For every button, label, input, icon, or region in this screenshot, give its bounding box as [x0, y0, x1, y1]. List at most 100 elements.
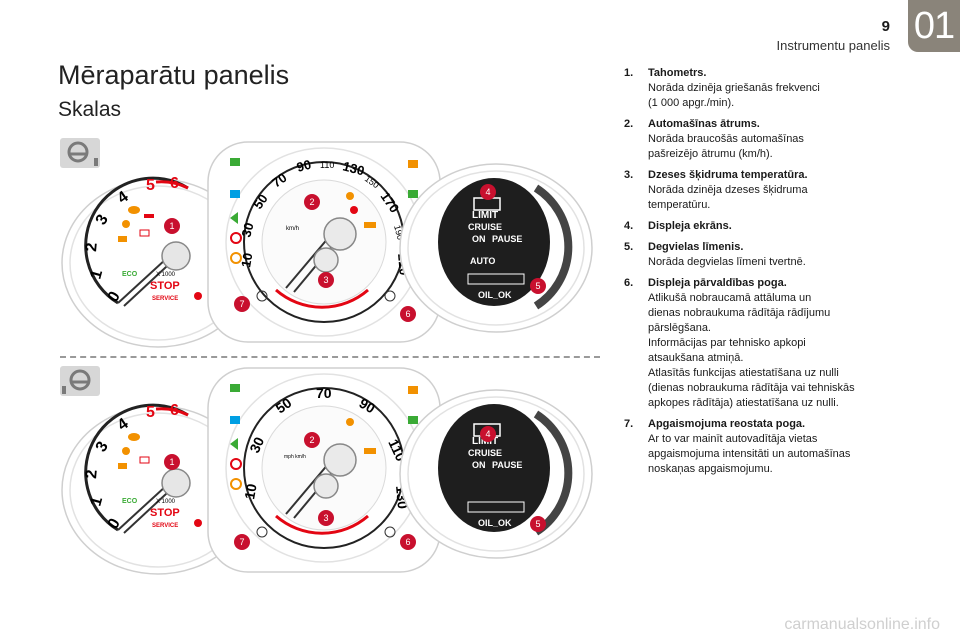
legend-title: Dzeses šķidruma temperatūra.	[648, 169, 808, 181]
speed-tick-110: 110	[320, 160, 334, 170]
tacho-tick-2: 2	[83, 242, 101, 252]
chapter-tab: 01	[908, 0, 960, 52]
legend-desc: Norāda braucošās automašīnas pašreizējo …	[648, 133, 804, 160]
legend-num: 3.	[624, 169, 634, 181]
abs-icon-b	[230, 478, 242, 490]
rear-fog-icon	[408, 160, 418, 168]
highbeam-icon-b	[230, 416, 240, 424]
callout-1-b: 1	[169, 457, 174, 467]
speed-tick-50: 50	[250, 191, 271, 211]
speed-tick-30: 30	[238, 221, 256, 239]
front-fog-icon-b	[230, 384, 240, 392]
speed-tick-30-b: 30	[246, 434, 267, 455]
charge-icon	[139, 229, 150, 237]
tacho-tick-6: 6	[170, 175, 179, 192]
speed-tick-90: 90	[295, 157, 313, 175]
speed-tick-90-b: 90	[357, 395, 379, 417]
sidelight-icon-b	[408, 416, 418, 424]
legend-item-2: 2. Automašīnas ātrums. Norāda braucošās …	[622, 117, 902, 162]
dimmer-button-b	[256, 526, 268, 538]
callout-3-b: 3	[323, 513, 328, 523]
page-title: Mēraparātu panelis	[58, 60, 290, 90]
callout-2: 2	[309, 197, 314, 207]
brake-icon	[230, 232, 242, 244]
battery-icon-b	[118, 463, 127, 469]
abs-icon	[230, 252, 242, 264]
speed-tick-10-b: 10	[241, 482, 259, 500]
callout-6-b: 6	[405, 537, 410, 547]
display-line-oil-b: OIL_OK	[478, 518, 512, 528]
turn-left-icon-b	[230, 438, 238, 450]
legend-num: 4.	[624, 220, 634, 232]
watermark: carmanualsonline.info	[784, 616, 940, 633]
display-line-limit: LIMIT	[472, 210, 498, 221]
callout-5: 5	[535, 281, 540, 291]
legend-list: 1. Tahometrs. Norāda dzinēja griešanās f…	[622, 66, 902, 483]
tacho-tick-1: 1	[87, 268, 106, 281]
display-line-on: ON	[472, 234, 486, 244]
service-label: SERVICE	[152, 296, 178, 302]
chapter-number: 01	[913, 4, 955, 47]
airbag-icon	[346, 192, 354, 200]
instrument-panel-figure-bottom: 0 1 2 3 4 5 6 X 1000 STOP SERVICE ECO 1 …	[60, 366, 593, 575]
preheat-icon-b	[122, 447, 130, 455]
legend-title: Apgaismojuma reostata poga.	[648, 418, 806, 430]
legend-num: 7.	[624, 418, 634, 430]
display-line-cruise-b: CRUISE	[468, 448, 502, 458]
section-title: Instrumentu panelis	[776, 38, 890, 53]
service-label-b: SERVICE	[152, 523, 178, 529]
callout-1: 1	[169, 221, 174, 231]
urea-icon-b	[364, 448, 376, 454]
preheat-icon	[122, 220, 130, 228]
display-line-auto: AUTO	[470, 256, 495, 266]
legend-item-3: 3. Dzeses šķidruma temperatūra. Norāda d…	[622, 168, 902, 213]
tacho-tick-2-b: 2	[83, 469, 101, 479]
turn-left-icon	[230, 212, 238, 224]
highbeam-icon	[230, 190, 240, 198]
eco-label: ECO	[122, 271, 138, 278]
legend-desc: Norāda dzinēja dzeses šķidruma temperatū…	[648, 184, 808, 211]
stop-label: STOP	[150, 280, 180, 292]
seatbelt-icon-2	[350, 206, 358, 214]
steering-wheel-icon-2	[60, 366, 100, 396]
speed-tick-70: 70	[269, 170, 289, 191]
tacho-tick-5-b: 5	[146, 404, 155, 421]
instrument-panel-figure-top: 0 1 2 3 4 5 6 X 1000 STOP SERVICE ECO 1 …	[60, 138, 593, 348]
engine-icon-b	[128, 433, 140, 441]
display-screen: LIMIT CRUISE ON PAUSE AUTO OIL_OK 4 5	[399, 163, 593, 333]
tacho-tick-1-b: 1	[87, 495, 106, 508]
page-subtitle: Skalas	[58, 98, 122, 121]
tachometer-dial-2: 0 1 2 3 4 5 6 X 1000 STOP SERVICE ECO 1	[61, 402, 255, 575]
legend-desc: Norāda dzinēja griešanās frekvenci (1 00…	[648, 82, 820, 109]
display-button	[384, 290, 396, 302]
tachometer-dial: 0 1 2 3 4 5 6 X 1000 STOP SERVICE ECO 1	[61, 175, 255, 348]
callout-7: 7	[239, 299, 244, 309]
tacho-multiplier: X 1000	[156, 272, 176, 278]
eco-label-b: ECO	[122, 498, 138, 505]
figure-divider	[60, 356, 600, 358]
display-button-b	[384, 526, 396, 538]
callout-6: 6	[405, 309, 410, 319]
brake-icon-b	[230, 458, 242, 470]
legend-item-1: 1. Tahometrs. Norāda dzinēja griešanās f…	[622, 66, 902, 111]
callout-7-b: 7	[239, 537, 244, 547]
display-line-cruise: CRUISE	[468, 222, 502, 232]
legend-num: 2.	[624, 118, 634, 130]
oil-icon	[144, 214, 154, 218]
sidelight-icon	[408, 190, 418, 198]
callout-3: 3	[323, 275, 328, 285]
engine-icon	[128, 206, 140, 214]
speed-tick-130: 130	[341, 158, 366, 178]
speed-unit: km/h	[286, 226, 299, 232]
page-number: 9	[881, 18, 890, 35]
legend-desc: Atlikušā nobraucamā attāluma un dienas n…	[648, 292, 855, 409]
seatbelt-icon-b	[194, 519, 202, 527]
legend-item-6: 6. Displeja pārvaldības poga. Atlikušā n…	[622, 276, 902, 411]
legend-item-7: 7. Apgaismojuma reostata poga. Ar to var…	[622, 417, 902, 477]
legend-num: 5.	[624, 241, 634, 253]
airbag-icon-b	[346, 418, 354, 426]
dimmer-button	[256, 290, 268, 302]
display-line-limit-b: LIMIT	[472, 436, 498, 447]
charge-icon-b	[139, 456, 150, 464]
speed-tick-70-b: 70	[316, 385, 332, 401]
